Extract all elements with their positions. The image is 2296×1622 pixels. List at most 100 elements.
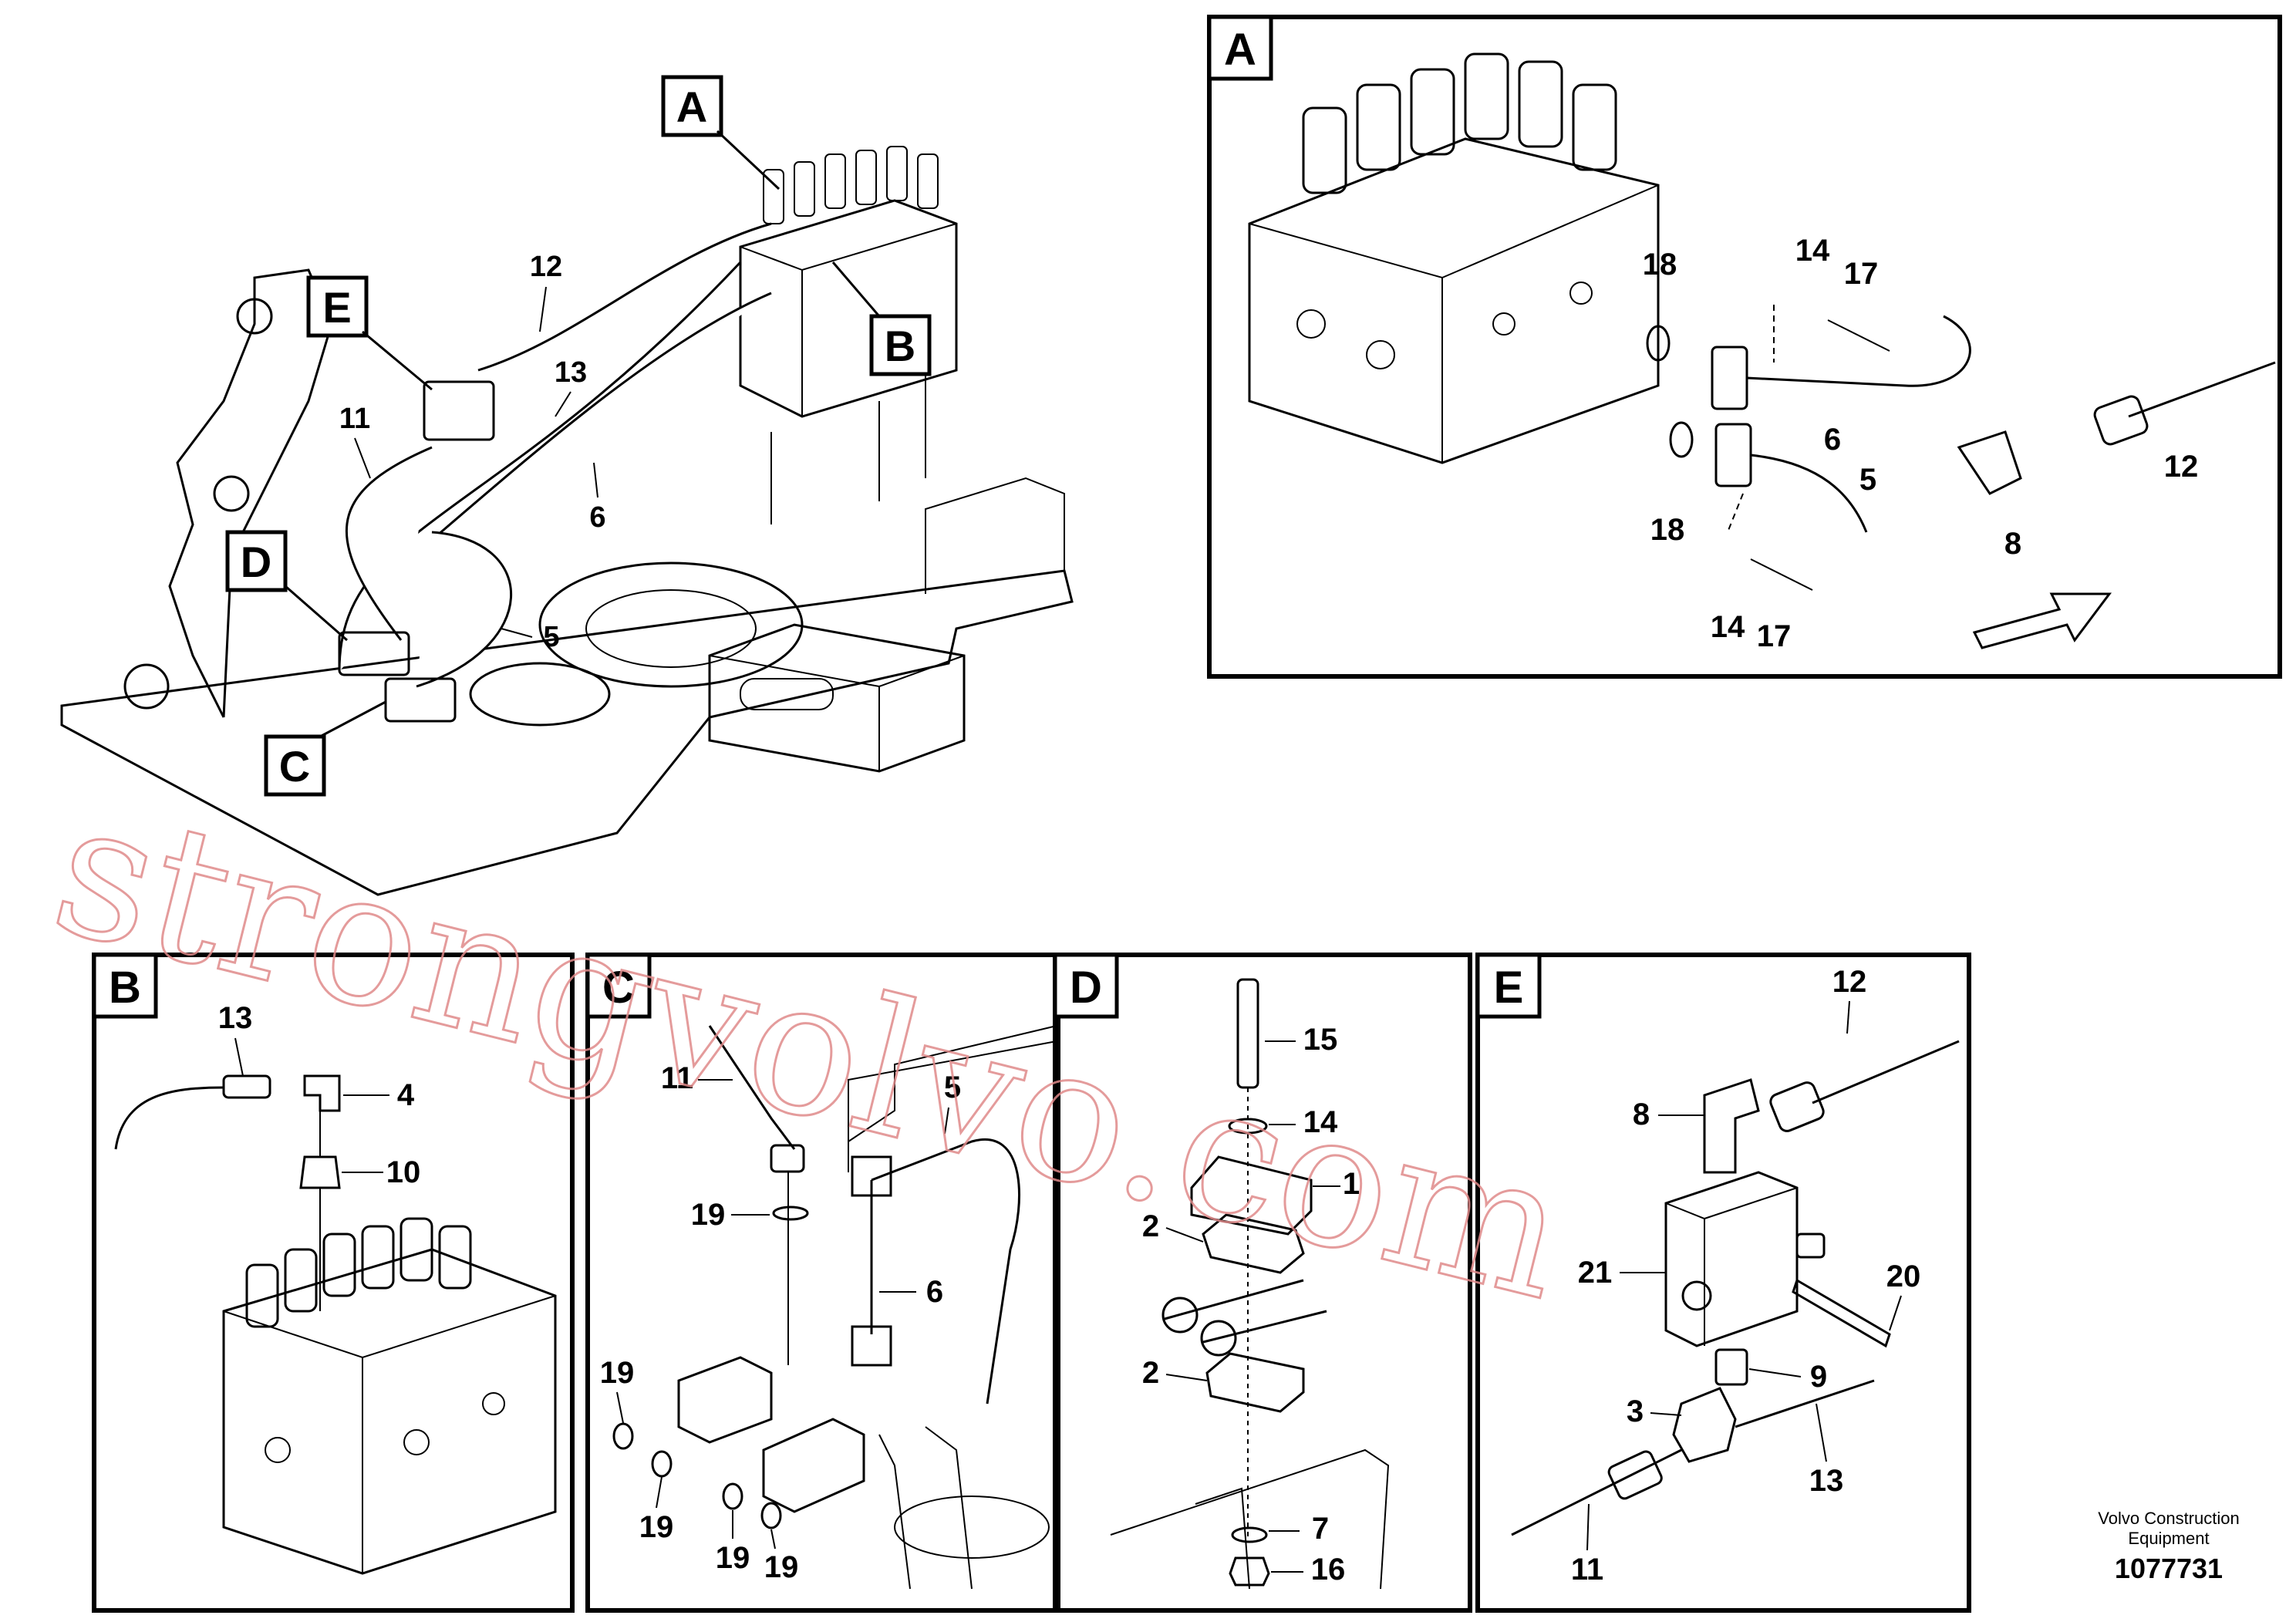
manifold-c-left bbox=[677, 1356, 773, 1444]
valve-block-21 bbox=[1664, 1171, 1799, 1347]
label-5: 5 bbox=[543, 621, 559, 653]
tube-5-c bbox=[871, 1138, 1020, 1404]
panel-b: B 13 4 10 bbox=[92, 953, 575, 1613]
control-valve-main bbox=[739, 146, 958, 524]
hose-5 bbox=[416, 531, 512, 688]
pipe-d-2 bbox=[1202, 1310, 1327, 1344]
watermark: strongvolvo.com bbox=[35, 759, 1586, 1342]
svg-text:D: D bbox=[1070, 963, 1102, 1013]
tube-6 bbox=[1750, 454, 1868, 533]
label-11: 11 bbox=[339, 403, 370, 435]
callout-c: C bbox=[264, 700, 386, 797]
nut-11-c bbox=[770, 1144, 805, 1173]
hose-11-c bbox=[708, 1025, 796, 1150]
tee-c-lower bbox=[851, 1325, 892, 1367]
svg-text:C: C bbox=[602, 963, 635, 1013]
manifold-d bbox=[338, 631, 410, 676]
elbow-8-e bbox=[1703, 1078, 1760, 1174]
d-label-14: 14 bbox=[1303, 1105, 1338, 1139]
center-box bbox=[708, 623, 966, 773]
swing-ring bbox=[538, 561, 804, 688]
c-label-11: 11 bbox=[661, 1061, 693, 1095]
slew-bearing bbox=[469, 662, 611, 727]
d-label-1: 1 bbox=[1343, 1167, 1360, 1201]
hose-6 bbox=[431, 292, 772, 541]
tube-5 bbox=[1746, 315, 1971, 387]
e-label-21: 21 bbox=[1578, 1256, 1613, 1290]
hose-fitting-12-e bbox=[1769, 1081, 1825, 1132]
panel-c: C 11 5 19 6 19 19 19 19 bbox=[585, 953, 1060, 1613]
c-label-19-c: 19 bbox=[716, 1541, 750, 1575]
nut-16 bbox=[1229, 1556, 1270, 1587]
a-label-6: 6 bbox=[1824, 423, 1841, 457]
o-ring-upper bbox=[1646, 325, 1671, 362]
panel-e: E 12 8 21 20 9 3 13 11 bbox=[1475, 953, 1971, 1613]
b-label-13: 13 bbox=[218, 1001, 253, 1035]
svg-text:B: B bbox=[109, 963, 141, 1013]
label-12: 12 bbox=[530, 251, 562, 283]
valve-block-e bbox=[423, 380, 495, 441]
o-ring-19-top bbox=[772, 1206, 809, 1221]
tee-3 bbox=[1672, 1387, 1737, 1463]
manifold-c-right bbox=[762, 1418, 865, 1513]
callout-e: E bbox=[306, 275, 433, 391]
hose-13-e bbox=[1735, 1379, 1875, 1428]
e-label-8: 8 bbox=[1633, 1098, 1650, 1131]
d-label-2-lower: 2 bbox=[1142, 1356, 1159, 1390]
panel-a: A bbox=[1207, 15, 2282, 679]
clamp-half-2-lower bbox=[1205, 1352, 1305, 1413]
d-label-2-upper: 2 bbox=[1142, 1209, 1159, 1243]
a-label-17-lower: 17 bbox=[1757, 619, 1792, 653]
main-view: A B E D C 12 13 11 6 5 bbox=[60, 75, 1074, 896]
boom-bracket bbox=[168, 268, 333, 718]
hose-13-b bbox=[114, 1086, 224, 1150]
c-label-19-top: 19 bbox=[691, 1198, 726, 1232]
clamp-half-2-upper bbox=[1202, 1213, 1305, 1274]
a-label-8: 8 bbox=[2004, 527, 2021, 561]
c-label-19-a: 19 bbox=[600, 1356, 635, 1390]
washer-7 bbox=[1231, 1526, 1268, 1543]
hose-fitting-11-e bbox=[1607, 1450, 1663, 1500]
label-6: 6 bbox=[589, 501, 605, 534]
svg-text:E: E bbox=[322, 283, 351, 332]
hose-fitting-12 bbox=[2093, 395, 2149, 446]
manifold-c bbox=[384, 677, 457, 723]
e-label-12: 12 bbox=[1832, 965, 1867, 999]
d-label-7: 7 bbox=[1312, 1512, 1329, 1546]
bolt-17-lower bbox=[1750, 558, 1813, 591]
a-label-18-upper: 18 bbox=[1643, 248, 1677, 282]
clamp-1 bbox=[1190, 1155, 1313, 1236]
c-label-5: 5 bbox=[944, 1071, 961, 1104]
b-label-4: 4 bbox=[397, 1078, 415, 1112]
elbow-4 bbox=[303, 1074, 341, 1112]
control-valve-b bbox=[222, 1217, 557, 1575]
hose-11 bbox=[345, 446, 433, 641]
a-label-14-lower: 14 bbox=[1711, 610, 1745, 644]
flange-upper bbox=[1711, 346, 1748, 410]
flange-lower bbox=[1714, 423, 1752, 487]
e-label-20: 20 bbox=[1886, 1259, 1921, 1293]
e-label-3: 3 bbox=[1627, 1394, 1644, 1428]
svg-text:C: C bbox=[279, 742, 310, 791]
e-label-11: 11 bbox=[1571, 1553, 1603, 1587]
c-label-19-b: 19 bbox=[639, 1510, 674, 1544]
label-13: 13 bbox=[555, 356, 587, 389]
d-label-15: 15 bbox=[1303, 1023, 1338, 1057]
svg-text:E: E bbox=[1494, 963, 1524, 1013]
svg-text:B: B bbox=[885, 322, 915, 370]
callout-d: D bbox=[225, 530, 348, 642]
frame-plate bbox=[60, 569, 1074, 896]
hose-12-a bbox=[2128, 361, 2276, 418]
panel-d: D 15 14 1 2 2 7 16 bbox=[1053, 953, 1472, 1613]
bolt-20 bbox=[1792, 1278, 1891, 1348]
o-ring-lower bbox=[1669, 421, 1694, 458]
hose-12 bbox=[477, 222, 772, 372]
hose-12-e bbox=[1812, 1040, 1960, 1104]
adapter-10 bbox=[299, 1155, 341, 1189]
c-label-19-d: 19 bbox=[764, 1550, 799, 1584]
hose-fitting-13-b bbox=[222, 1074, 271, 1099]
publisher-line2: Equipment bbox=[2128, 1529, 2209, 1548]
a-label-14-upper: 14 bbox=[1795, 234, 1830, 268]
hose-11-e bbox=[1511, 1448, 1682, 1536]
direction-arrow bbox=[1972, 592, 2112, 649]
